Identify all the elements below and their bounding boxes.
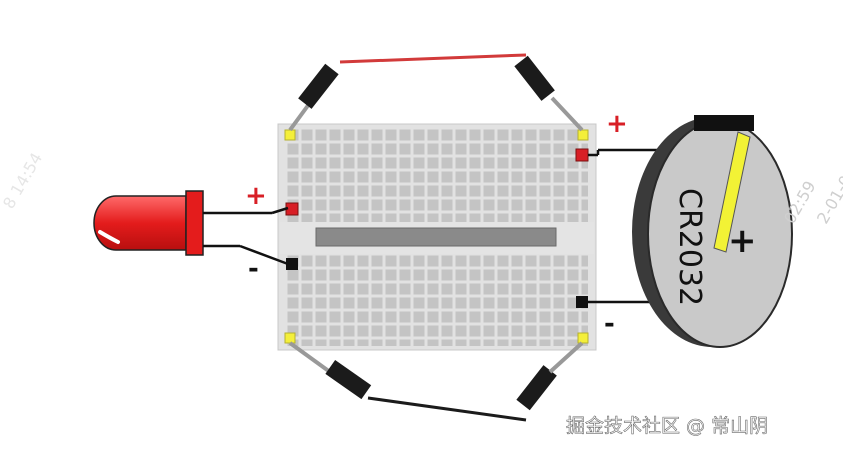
led — [93, 190, 289, 266]
pin-yellow-bottom-left — [284, 332, 296, 344]
battery-face-plus-label: + — [728, 221, 757, 261]
led-minus-label: - — [248, 254, 259, 284]
breadboard — [277, 123, 597, 351]
led-dome — [93, 195, 187, 251]
pin-black-led — [286, 258, 298, 270]
led-highlight — [98, 230, 120, 244]
bottom-jumper — [288, 341, 584, 422]
battery-minus-label: - — [604, 309, 615, 339]
battery-model-label: CR2032 — [672, 188, 707, 306]
watermark-timestamp-right-2: 2-01-08 — [813, 163, 843, 227]
pin-yellow-top-right — [577, 129, 589, 141]
led-rim — [185, 190, 204, 256]
top-jumper — [288, 53, 584, 132]
battery — [588, 115, 793, 348]
watermark-credit: 掘金技术社区 @ 常山阴 — [566, 415, 768, 437]
pin-yellow-top-left — [284, 129, 296, 141]
pin-red-battery — [575, 148, 589, 162]
battery-tab — [713, 131, 751, 253]
watermark-timestamp-left: 8 14:54 — [0, 149, 46, 212]
breadboard-upper-holes — [286, 128, 588, 224]
battery-plus-label: + — [606, 109, 628, 139]
breadboard-lower-holes — [286, 254, 588, 346]
pin-black-battery — [576, 296, 588, 308]
pin-yellow-bottom-right — [577, 332, 589, 344]
led-plus-label: + — [245, 181, 267, 211]
breadboard-center-slot — [315, 227, 557, 247]
battery-clip — [694, 115, 754, 131]
